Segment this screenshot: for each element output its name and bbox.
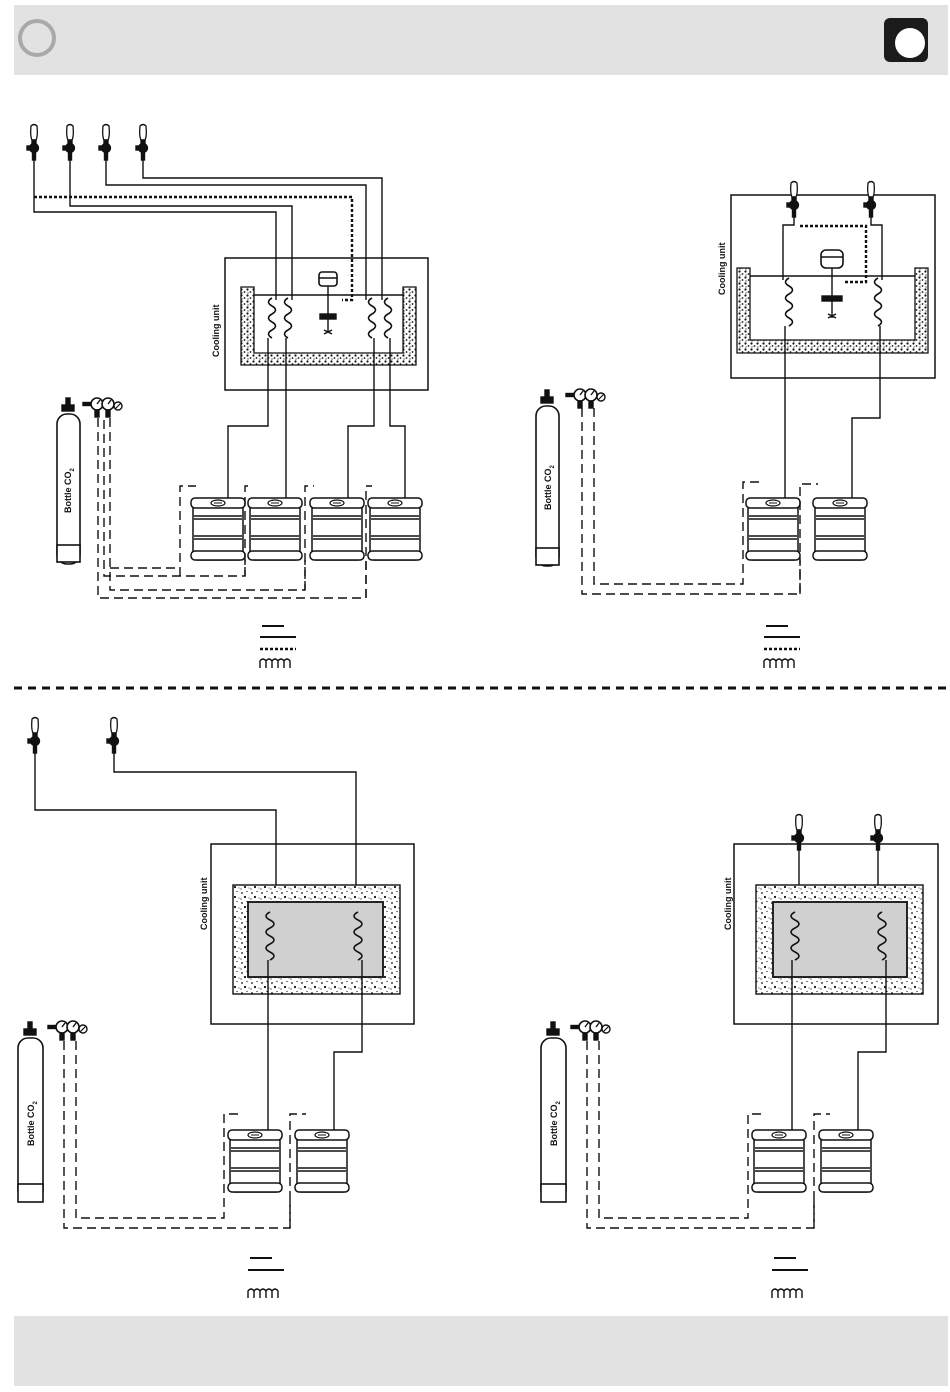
keg-icon [746, 498, 800, 560]
co2-regulator-icon [571, 1021, 610, 1040]
keg-icon [248, 498, 302, 560]
cooling-unit-label: Cooling unit [211, 305, 221, 357]
line-legend [260, 626, 296, 668]
diagram-two-taps-tower [536, 182, 935, 595]
co2-regulator-icon [566, 389, 605, 408]
diagram-dry-cooler-remote [18, 718, 414, 1229]
line-legend [248, 1258, 284, 1298]
co2-regulator-icon [48, 1021, 87, 1040]
keg-icon [295, 1130, 349, 1192]
keg-icon [813, 498, 867, 560]
cooling-unit-label: Cooling unit [723, 878, 733, 930]
beer-tap-icon [27, 125, 39, 161]
keg-icon [310, 498, 364, 560]
beer-tap-icon [787, 182, 799, 218]
page-footer [14, 1316, 948, 1386]
keg-icon [752, 1130, 806, 1192]
keg-icon [368, 498, 422, 560]
diagram-dry-cooler-tower [541, 815, 938, 1229]
keg-icon [228, 1130, 282, 1192]
diagram-four-taps [27, 125, 428, 599]
keg-icon [819, 1130, 873, 1192]
beer-tap-icon [28, 718, 40, 754]
beer-tap-icon [864, 182, 876, 218]
beer-tap-icon [136, 125, 148, 161]
beer-tap-icon [63, 125, 75, 161]
cooling-unit-label: Cooling unit [717, 243, 727, 295]
keg-icon [191, 498, 245, 560]
line-legend [764, 626, 800, 668]
line-legend [772, 1258, 808, 1298]
beer-tap-icon [107, 718, 119, 754]
co2-regulator-icon [83, 398, 122, 417]
cooling-unit-label: Cooling unit [199, 878, 209, 930]
beer-tap-icon [99, 125, 111, 161]
